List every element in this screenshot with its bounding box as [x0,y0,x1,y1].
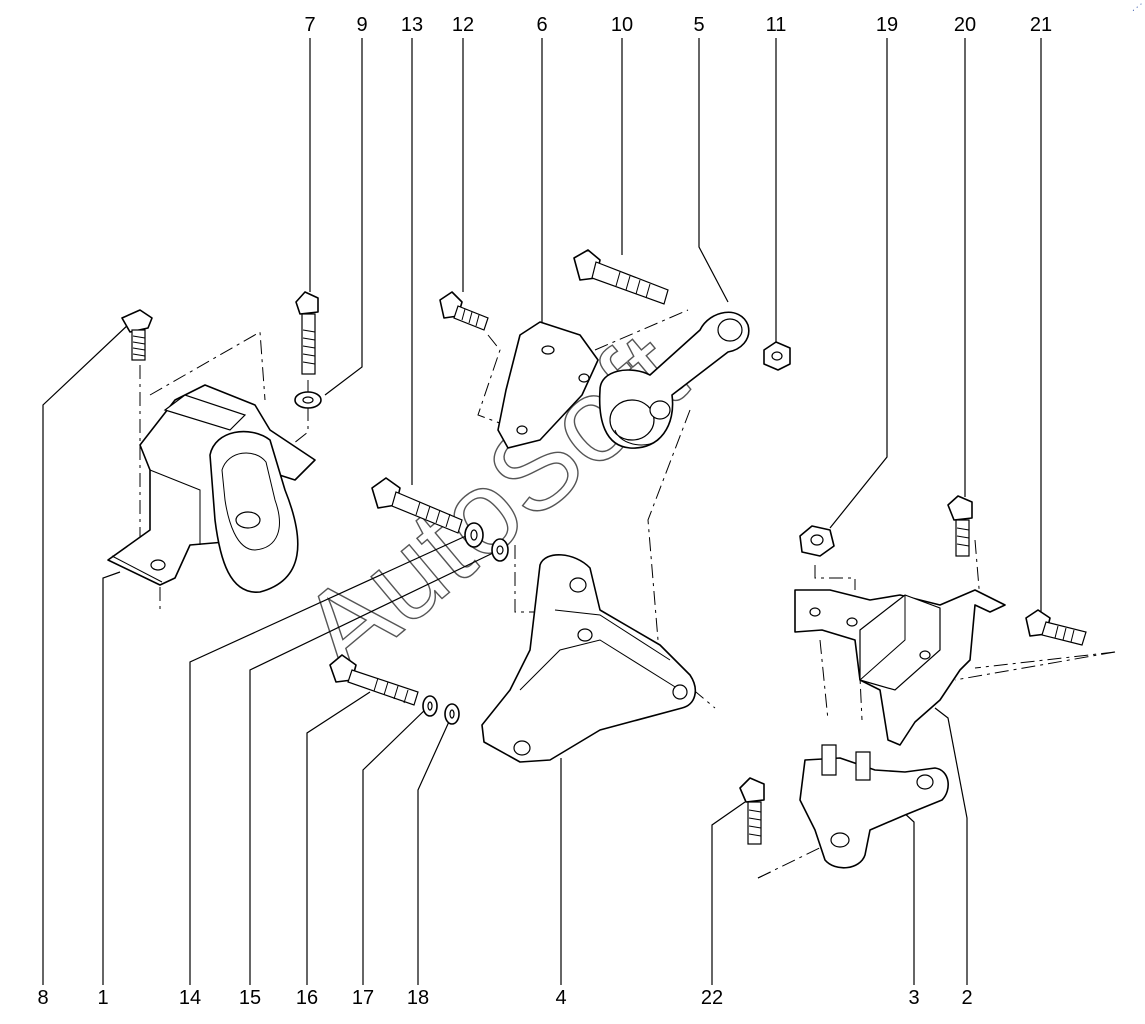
washer-part-15 [491,538,509,562]
bolt-part-16 [329,654,419,706]
label-11: 11 [766,14,787,36]
bolt-part-20 [947,495,973,557]
label-14: 14 [179,987,201,1009]
label-1: 1 [97,987,108,1009]
label-20: 20 [954,14,976,36]
torque-rod-part-5 [598,311,750,449]
label-9: 9 [356,14,367,36]
label-2: 2 [961,987,972,1009]
washer-part-14 [464,522,484,548]
bolt-part-12 [439,291,489,331]
top-part-numbers: 7 9 13 12 6 10 5 11 19 20 21 [304,14,1052,36]
label-17: 17 [352,987,374,1009]
bracket-plate-part-6 [497,321,599,449]
bolt-part-8 [121,309,153,361]
bolt-part-13 [371,477,463,534]
label-4: 4 [555,987,566,1009]
label-12: 12 [452,14,474,36]
washer-part-9 [294,391,322,409]
lower-right-bracket-part-3 [799,744,949,869]
right-engine-mount-part-2 [794,589,1006,746]
corner-logo-mark: ⋰ [1132,2,1141,12]
bolt-part-22 [739,777,765,845]
label-5: 5 [693,14,704,36]
lower-bracket-part-4 [481,554,697,763]
label-3: 3 [908,987,919,1009]
bolt-part-21 [1025,609,1087,646]
label-8: 8 [37,987,48,1009]
washer-part-18 [444,703,460,725]
label-15: 15 [239,987,261,1009]
label-6: 6 [536,14,547,36]
bottom-part-numbers: 8 1 14 15 16 17 18 4 22 3 2 [37,987,972,1009]
label-22: 22 [701,987,723,1009]
label-7: 7 [304,14,315,36]
label-10: 10 [611,14,633,36]
nut-part-11 [763,341,791,371]
label-16: 16 [296,987,318,1009]
nut-part-19 [799,525,835,557]
label-13: 13 [401,14,423,36]
leader-lines [42,38,1042,985]
left-engine-mount-part-1 [107,384,316,593]
bolt-part-10 [573,249,669,305]
label-18: 18 [407,987,429,1009]
bolt-part-7 [295,291,319,375]
label-21: 21 [1030,14,1052,36]
washer-part-17 [422,695,438,717]
label-19: 19 [876,14,898,36]
